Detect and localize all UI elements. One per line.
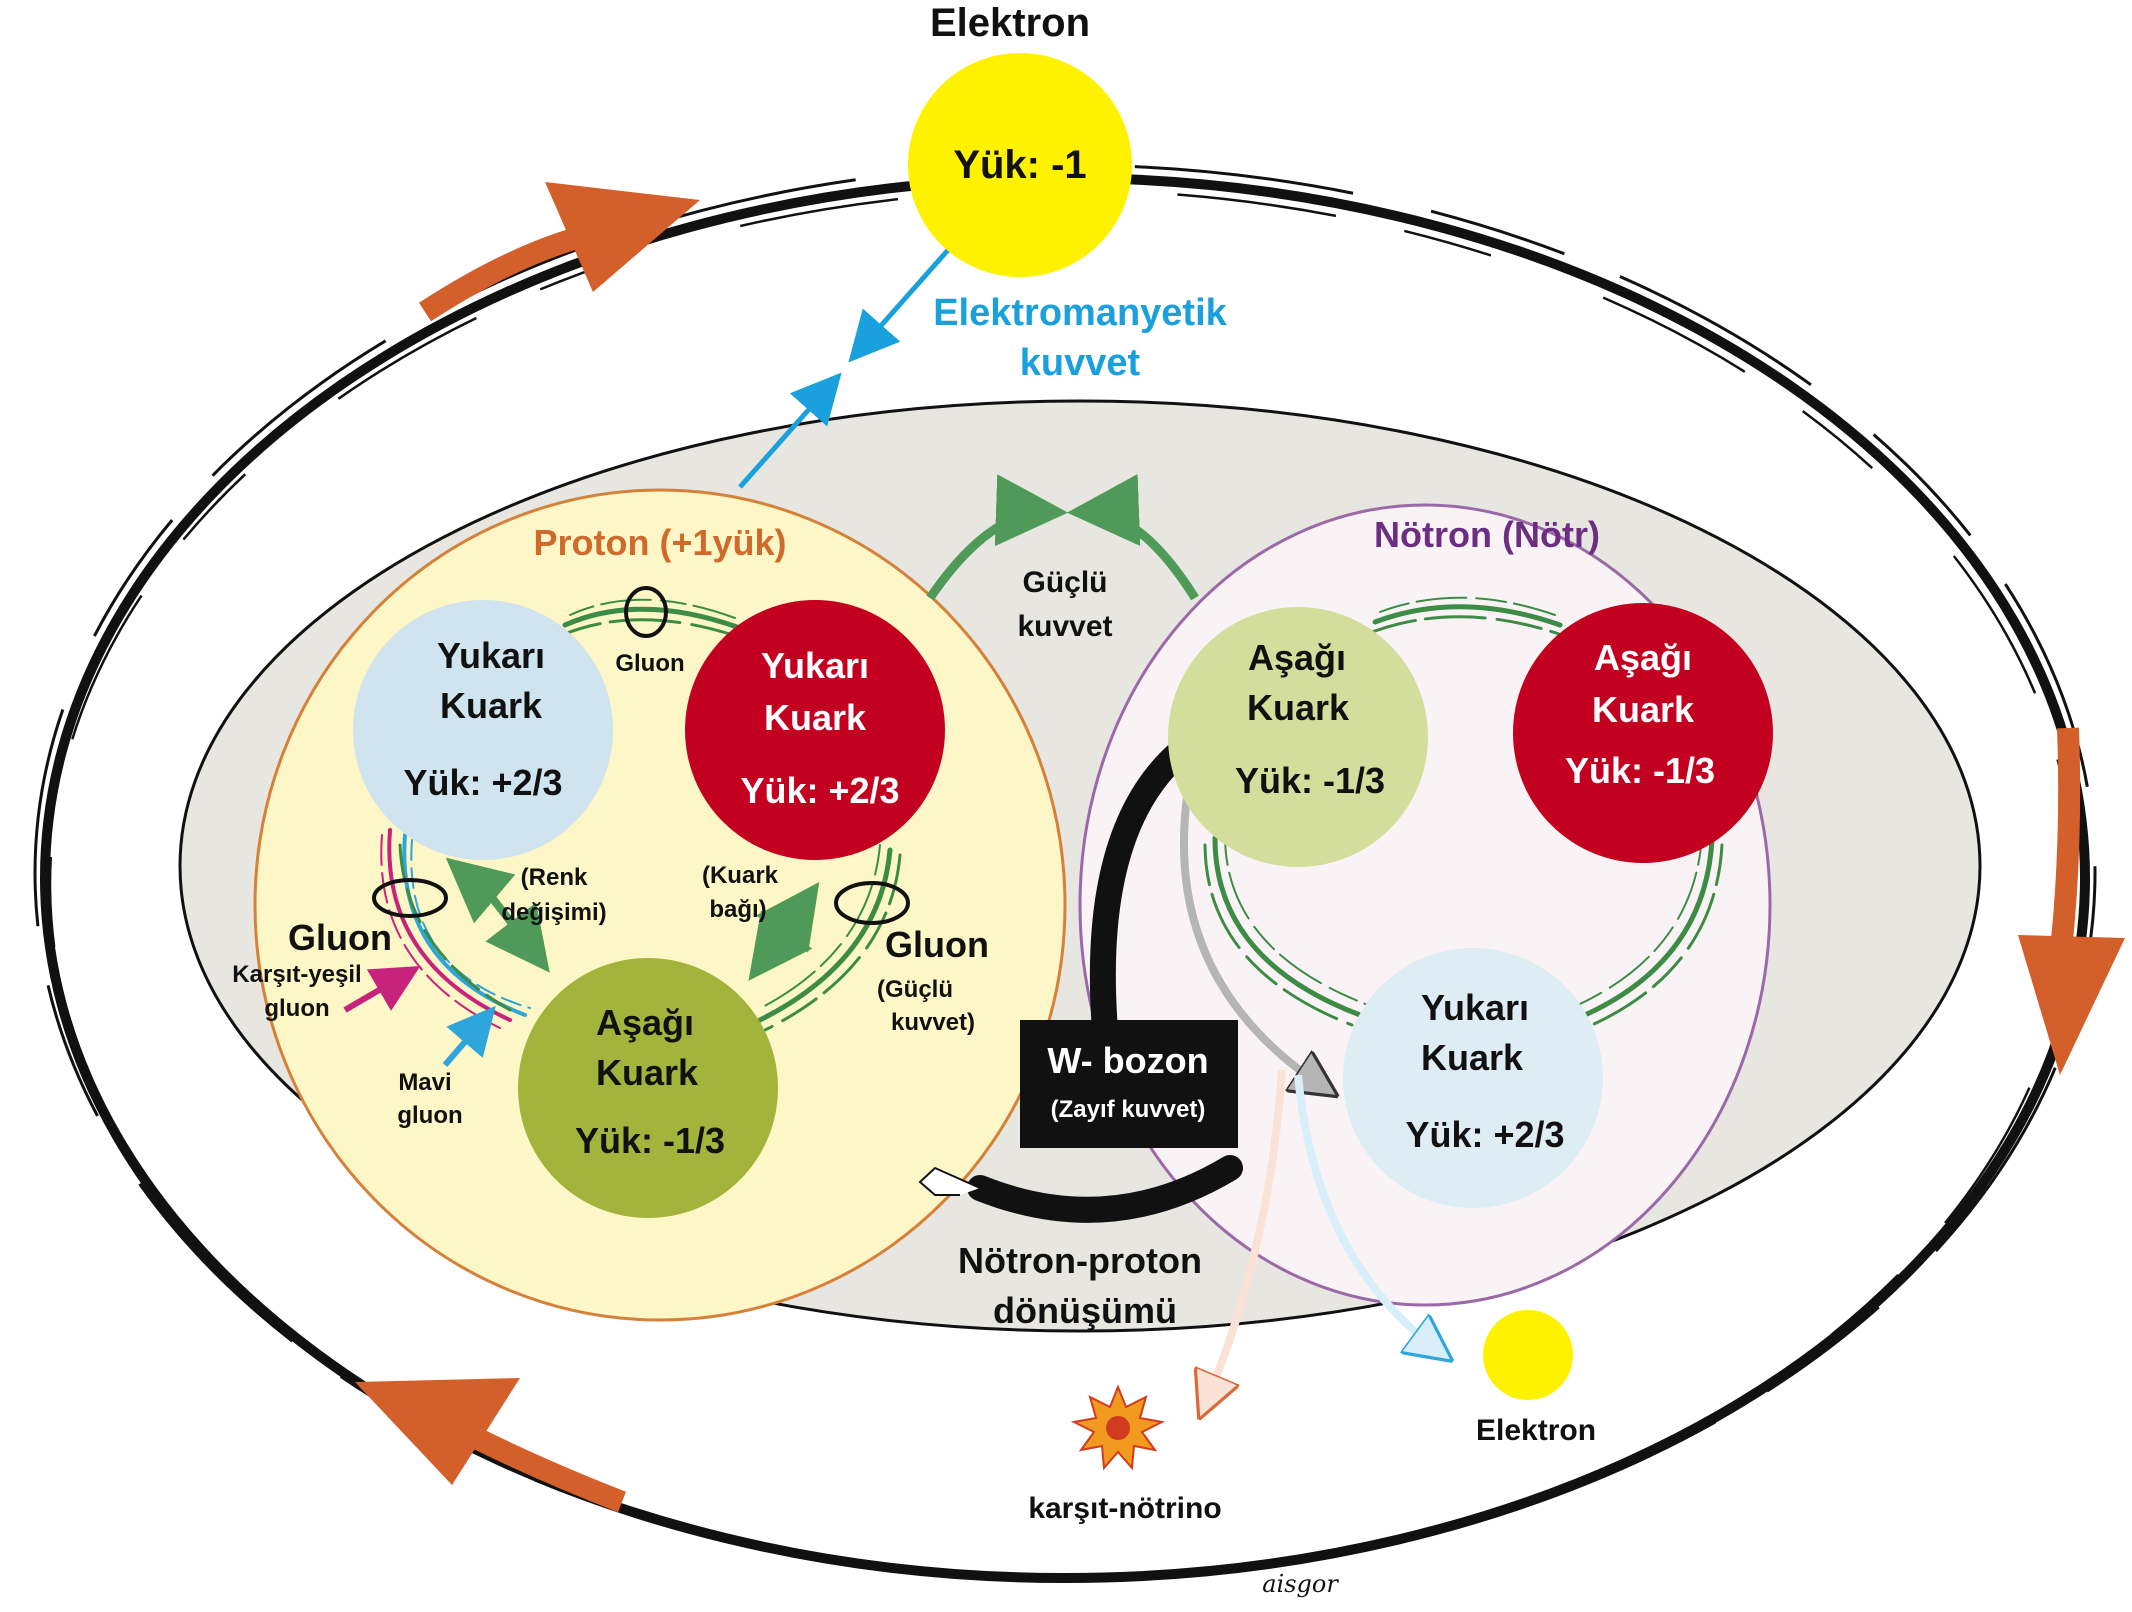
proton-up-blue-charge: Yük: +2/3 [403, 762, 562, 803]
proton-up-blue-line2: Kuark [440, 685, 543, 726]
electron-emitted [1483, 1310, 1573, 1400]
neutron-down-green-line1: Aşağı [1248, 637, 1346, 678]
signature: aisgor [1262, 1570, 1339, 1598]
decay-arrow-to-electron [1294, 1074, 1440, 1352]
proton-down-charge: Yük: -1/3 [575, 1120, 725, 1161]
proton-title: Proton (+1yük) [533, 522, 786, 563]
neutron-down-green-line2: Kuark [1247, 687, 1350, 728]
anti-green-line1: Karşıt-yeşil [232, 961, 361, 988]
w-boson-box [1020, 1020, 1238, 1148]
electron-top-title: Elektron [930, 1, 1090, 45]
neutron-down-quark-red [1513, 603, 1773, 863]
neutron-up-quark-blue [1343, 948, 1603, 1208]
strong-force-line1: Güçlü [1022, 566, 1107, 599]
electron-top [908, 53, 1132, 277]
neutron-up-blue-charge: Yük: +2/3 [1405, 1114, 1564, 1155]
neutron-down-red-line1: Aşağı [1594, 637, 1692, 678]
w-boson-line1: W- bozon [1047, 1040, 1208, 1081]
em-force-line1: Elektromanyetik [933, 292, 1227, 334]
orbit-arrow-right [2018, 727, 2125, 1075]
neutron-down-red-line2: Kuark [1592, 689, 1695, 730]
gluon-top-label: Gluon [615, 650, 684, 677]
neutron-gluon-strands [1203, 596, 1724, 1027]
decay-arrow-to-neutrino [1205, 1069, 1286, 1405]
neutron-down-green-charge: Yük: -1/3 [1235, 760, 1385, 801]
decay-arrow-to-quark [1179, 789, 1325, 1088]
color-change-line2: değişimi) [501, 899, 606, 926]
gluon-right-line1: (Güçlü [877, 976, 953, 1003]
electron-top-charge: Yük: -1 [953, 143, 1086, 187]
anti-green-pointer [343, 965, 421, 1013]
neutron-title: Nötron (Nötr) [1374, 514, 1600, 555]
neutron-down-quark-green [1168, 607, 1428, 867]
quark-bond-line1: (Kuark [702, 862, 779, 889]
w-boson-line2: (Zayıf kuvvet) [1051, 1096, 1206, 1123]
proton-up-red-line1: Yukarı [761, 645, 869, 686]
gluon-marker-right [834, 881, 910, 925]
gluon-marker-top [624, 586, 668, 638]
neutron-up-blue-line1: Yukarı [1421, 987, 1529, 1028]
anti-green-line2: gluon [264, 995, 329, 1022]
proton-down-line2: Kuark [596, 1052, 699, 1093]
conversion-line1: Nötron-proton [958, 1240, 1202, 1281]
gluon-marker-left [372, 878, 448, 918]
proton-bond-arrows [445, 857, 820, 981]
proton-up-quark-red [685, 600, 945, 860]
blue-gluon-pointer [442, 1005, 496, 1067]
proton-up-red-charge: Yük: +2/3 [740, 770, 899, 811]
color-change-line1: (Renk [521, 864, 588, 891]
blue-gluon-line2: gluon [397, 1102, 462, 1129]
proton-down-line1: Aşağı [596, 1002, 694, 1043]
w-boson-path [918, 739, 1243, 1223]
gluon-right-title: Gluon [885, 924, 989, 965]
color-gluon-lines [380, 828, 531, 1029]
proton-up-quark-blue [353, 600, 613, 860]
em-force-line2: kuvvet [1020, 342, 1141, 384]
strong-force-line2: kuvvet [1017, 610, 1112, 643]
em-force-arrows [738, 248, 950, 489]
gluon-left-label: Gluon [288, 917, 392, 958]
orbit-arrow-bottom-left [355, 1378, 626, 1513]
proton-down-quark-green [518, 958, 778, 1218]
quark-bond-line2: bağı) [709, 896, 766, 923]
orbit-arrows [355, 182, 2125, 1513]
proton-gluon-strands [560, 598, 902, 1032]
proton-up-red-line2: Kuark [764, 697, 867, 738]
orbit-arrow-top-left [418, 182, 700, 322]
neutron-up-blue-line2: Kuark [1421, 1037, 1524, 1078]
blue-gluon-line1: Mavi [398, 1069, 451, 1096]
strong-force-arc [926, 474, 1199, 601]
gluon-right-line2: kuvvet) [891, 1009, 975, 1036]
electron-emitted-label: Elektron [1476, 1414, 1596, 1447]
neutron-down-red-charge: Yük: -1/3 [1565, 750, 1715, 791]
conversion-line2: dönüşümü [993, 1290, 1177, 1331]
antineutrino-label: karşıt-nötrino [1028, 1492, 1221, 1525]
proton-up-blue-line1: Yukarı [437, 635, 545, 676]
antineutrino-burst [1070, 1384, 1166, 1471]
